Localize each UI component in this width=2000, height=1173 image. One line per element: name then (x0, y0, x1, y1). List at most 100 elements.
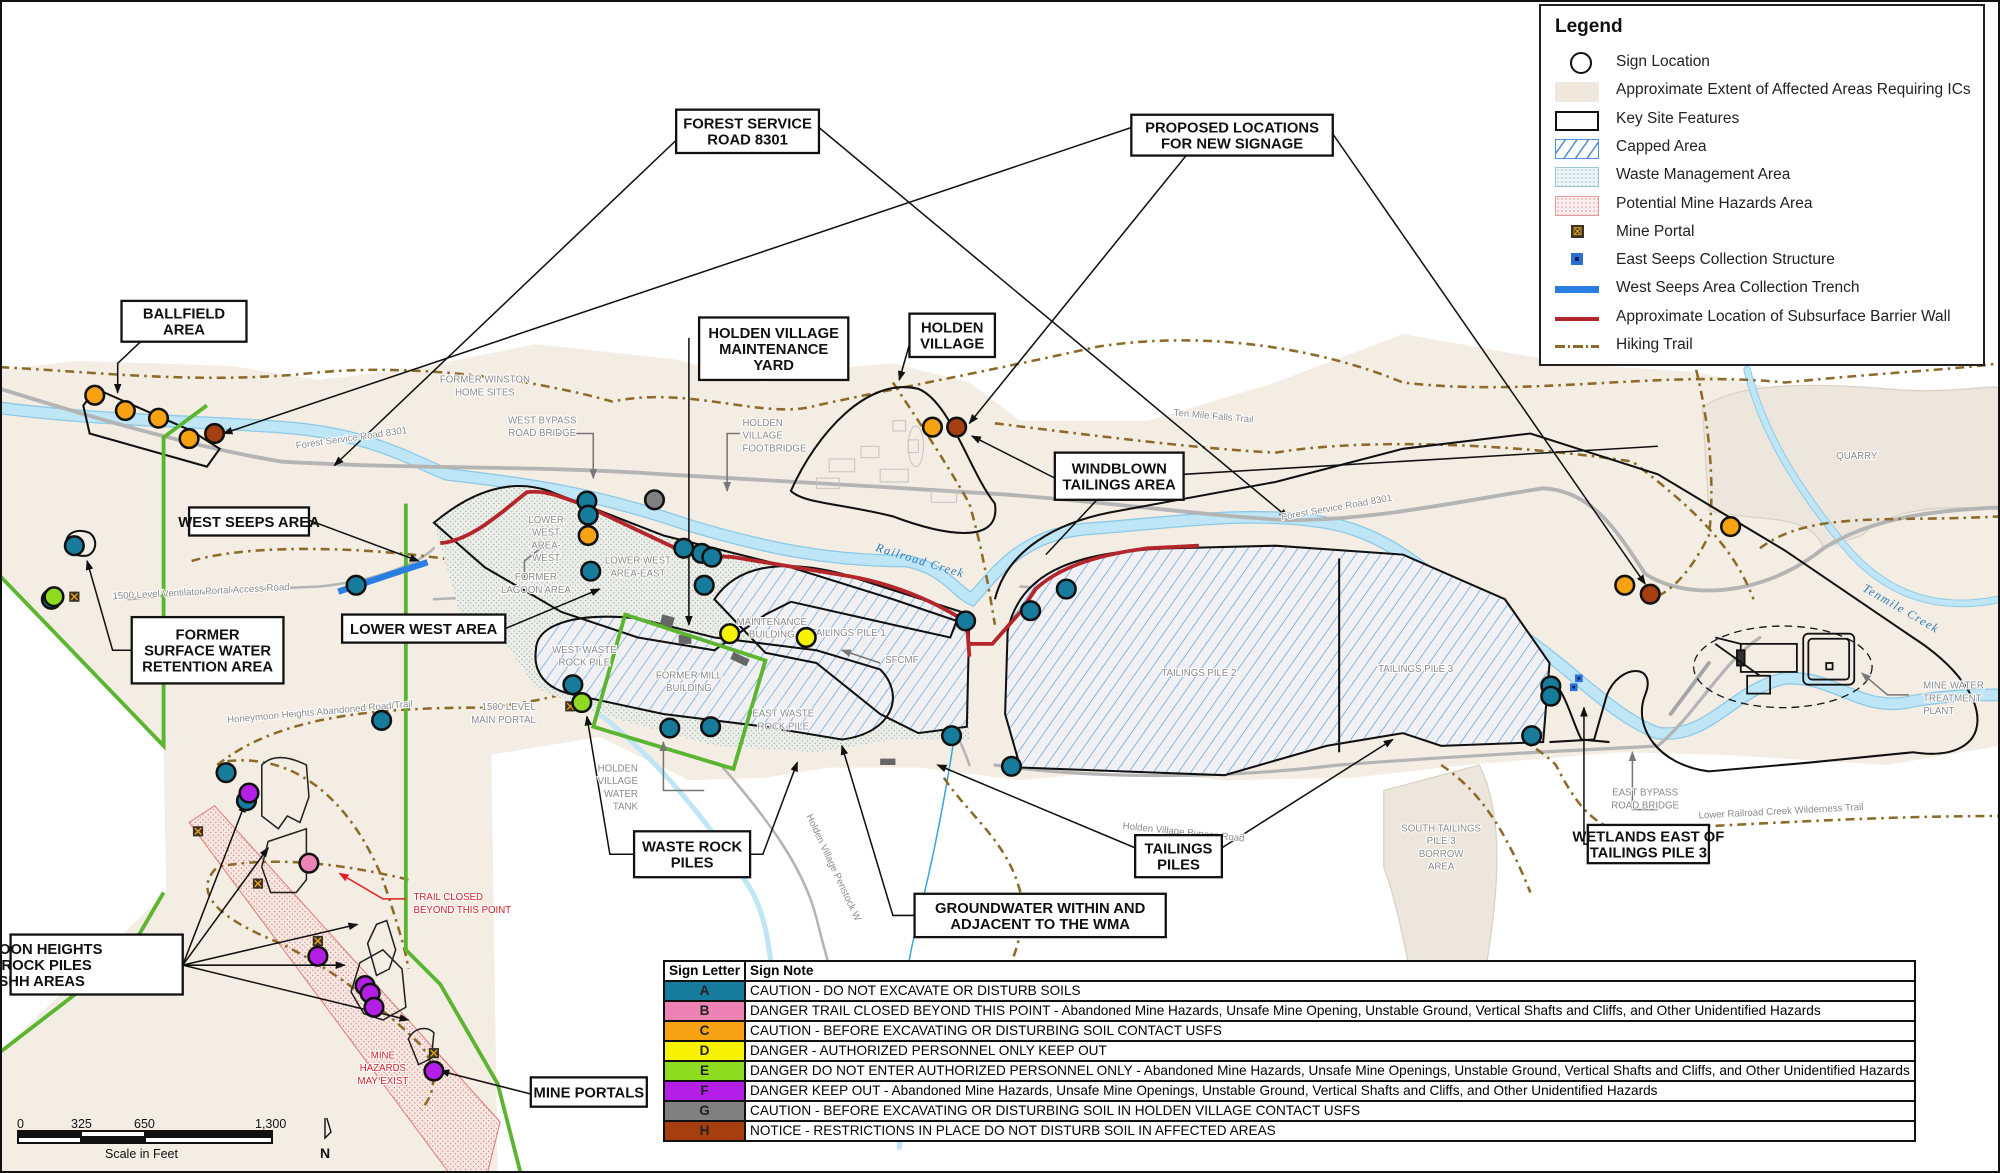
sign-marker-h[interactable] (946, 416, 968, 438)
legend-item-affected-area: Approximate Extent of Affected Areas Req… (1541, 78, 1981, 104)
sign-letter-cell: C (663, 1020, 746, 1042)
sign-marker-a[interactable] (63, 535, 85, 557)
sign-note-cell: DANGER DO NOT ENTER AUTHORIZED PERSONNEL… (744, 1060, 1916, 1082)
map-label-text: LAGOON AREA (501, 585, 571, 596)
sign-marker-a[interactable] (1540, 685, 1562, 707)
sign-marker-f[interactable] (423, 1060, 445, 1082)
key-site-features-icon (1555, 110, 1599, 131)
sign-marker-c[interactable] (577, 524, 599, 547)
sign-marker-c[interactable] (84, 384, 106, 406)
sign-marker-a[interactable] (940, 725, 963, 747)
sign-marker-a[interactable] (562, 674, 584, 696)
mine-water-treatment-plant (1692, 625, 1873, 709)
sign-marker-d[interactable] (795, 626, 817, 649)
sign-marker-a[interactable] (345, 574, 367, 596)
sign-marker-g[interactable] (643, 489, 666, 511)
sign-marker-a[interactable] (693, 574, 715, 596)
sign-marker-c[interactable] (147, 407, 170, 429)
sign-marker-a[interactable] (577, 504, 599, 526)
legend-label: Approximate Location of Subsurface Barri… (1616, 307, 1951, 325)
map-label-text: ROCK PILE (559, 658, 611, 669)
mill-area-structures (659, 614, 896, 765)
capped-area-waste-rock (535, 616, 893, 740)
sign-marker-a[interactable] (659, 717, 681, 739)
callout-leaders (85, 126, 1658, 1095)
map-label-text: PLANT (1923, 706, 1954, 717)
east-seeps-collection-structure (1569, 674, 1583, 692)
sign-marker-a[interactable] (215, 762, 237, 784)
sign-marker-a[interactable] (1521, 725, 1543, 747)
map-label-text: SOUTH TAILINGS (1401, 823, 1481, 834)
sign-letter-cell: F (663, 1080, 746, 1102)
map-label-text: SFCMF (885, 655, 918, 666)
sign-marker-c[interactable] (1719, 515, 1742, 538)
sign-note-cell: NOTICE - RESTRICTIONS IN PLACE DO NOT DI… (744, 1120, 1916, 1142)
map-label-text: MINE (371, 1050, 396, 1061)
sign-marker-h[interactable] (1639, 583, 1661, 605)
sign-marker-f[interactable] (238, 782, 260, 804)
sign-marker-a[interactable] (954, 610, 977, 632)
sign-letter-cell: E (663, 1060, 746, 1082)
sign-marker-f[interactable] (363, 996, 385, 1018)
sign-marker-c[interactable] (114, 399, 136, 422)
legend-item-mine-portal: ⊠Mine Portal (1541, 220, 1981, 246)
sign-marker-b[interactable] (298, 852, 320, 874)
callout-text: AND DSHH AREAS (0, 974, 85, 990)
table-header-row: Sign Letter Sign Note (663, 960, 1916, 982)
scale-tick-325: 325 (71, 1118, 92, 1131)
callout-text: HOLDEN (921, 321, 983, 337)
sign-marker-e[interactable] (571, 691, 593, 714)
callout-text: AREA (163, 323, 205, 339)
legend-item-key-site-features: Key Site Features (1541, 107, 1981, 133)
sign-marker-a[interactable] (699, 716, 722, 738)
legend-item-barrier-wall: Approximate Location of Subsurface Barri… (1541, 305, 1981, 331)
sign-marker-f[interactable] (307, 945, 329, 967)
map-label-text: BUILDING (749, 630, 795, 641)
sign-marker-a[interactable] (1055, 578, 1077, 600)
callout-text: TAILINGS PILE 3 (1590, 845, 1707, 861)
sign-marker-h[interactable] (204, 422, 226, 445)
affected-area-icon (1555, 82, 1599, 103)
sign-marker-c[interactable] (178, 428, 200, 450)
scale-bar-graphic: 0 325 650 1,300 Scale in Feet N (17, 1111, 332, 1161)
sign-note-cell: CAUTION - BEFORE EXCAVATING OR DISTURBIN… (744, 1100, 1916, 1122)
map-label-text: TREATMENT (1923, 693, 1981, 704)
sign-marker-d[interactable] (719, 623, 741, 645)
mine-portals (69, 591, 576, 1059)
callout-text: PROPOSED LOCATIONS (1145, 121, 1319, 137)
callout-text: FORMER (176, 628, 240, 644)
callout-text: GROUNDWATER WITHIN AND (935, 901, 1146, 917)
map-label-text: VILLAGE (742, 431, 783, 442)
feature-pointer-arrows (523, 432, 1910, 811)
legend-label: Mine Portal (1616, 222, 1695, 240)
sign-marker-a[interactable] (1000, 755, 1023, 777)
map-label-tailings-pile-2: TAILINGS PILE 2 (1160, 667, 1237, 680)
sign-marker-c[interactable] (1614, 574, 1636, 596)
sign-marker-c[interactable] (921, 416, 944, 438)
map-label-text: TAILINGS PILE 1 (811, 628, 886, 639)
callout-text: LOWER WEST AREA (350, 622, 498, 638)
sign-marker-a[interactable] (701, 546, 723, 568)
map-label-text: EAST WASTE (752, 709, 814, 720)
sign-marker-a[interactable] (580, 560, 602, 582)
map-label-text: MAIN PORTAL (471, 715, 536, 726)
map-label-text: HOME SITES (455, 387, 515, 398)
legend-label: West Seeps Area Collection Trench (1616, 279, 1860, 297)
map-label-text: QUARRY (1836, 451, 1878, 462)
sign-marker-a[interactable] (371, 709, 393, 731)
sign-note-cell: DANGER KEEP OUT - Abandoned Mine Hazards… (744, 1080, 1916, 1102)
sign-marker-a[interactable] (1020, 600, 1042, 622)
sign-marker-e[interactable] (43, 586, 65, 608)
sign-marker-a[interactable] (673, 537, 695, 559)
